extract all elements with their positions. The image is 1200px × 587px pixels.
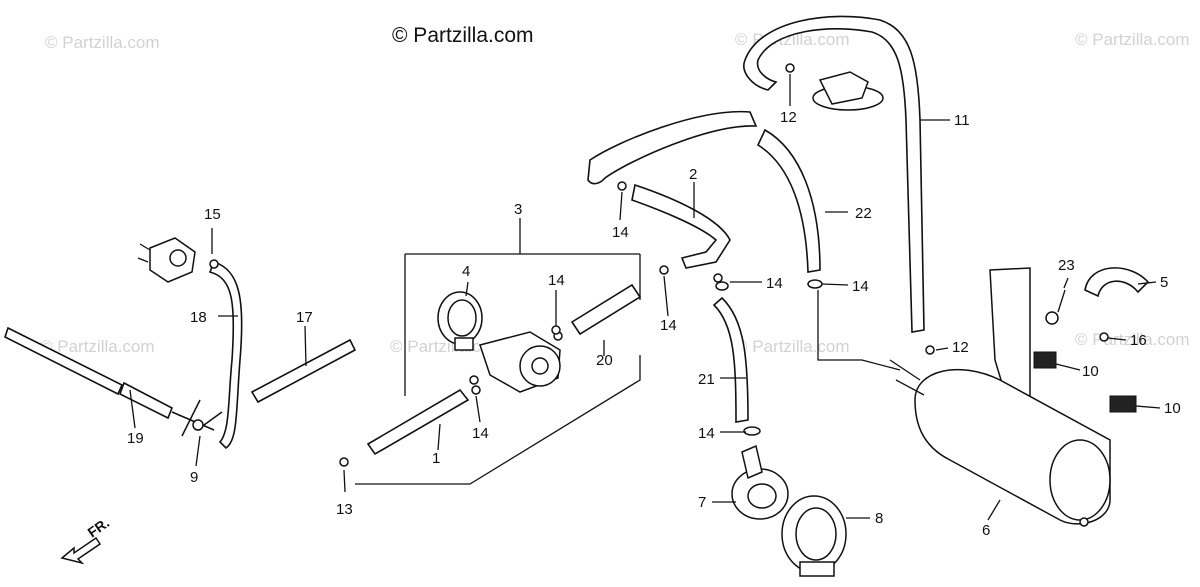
callout-4[interactable]: 4 xyxy=(462,263,470,280)
callout-15[interactable]: 15 xyxy=(204,206,221,223)
callout-14[interactable]: 14 xyxy=(472,425,489,442)
part-4-bracket[interactable] xyxy=(437,291,483,351)
part-19-tube[interactable] xyxy=(4,326,174,420)
copyright-notice: © Partzilla.com xyxy=(392,24,534,47)
part-15-valve[interactable] xyxy=(137,237,219,283)
watermark: © Partzilla.com xyxy=(390,337,505,356)
callout-11[interactable]: 11 xyxy=(954,112,970,129)
part-14-clamp[interactable] xyxy=(713,273,723,283)
callout-8[interactable]: 8 xyxy=(875,510,883,527)
part-8-bracket[interactable] xyxy=(781,495,847,577)
callout-14[interactable]: 14 xyxy=(852,278,869,295)
watermark: © Partzilla.com xyxy=(1075,30,1190,49)
callout-5[interactable]: 5 xyxy=(1160,274,1168,291)
part-17-hose[interactable] xyxy=(250,338,357,404)
part-10-clip[interactable] xyxy=(1033,351,1057,369)
callout-17[interactable]: 17 xyxy=(296,309,313,326)
watermark: © Partzilla.com xyxy=(735,337,850,356)
front-direction-arrow: FR. xyxy=(60,514,113,565)
callout-1[interactable]: 1 xyxy=(432,450,440,467)
part-14-clamp[interactable] xyxy=(715,281,729,291)
part-16-clamp[interactable] xyxy=(1099,332,1109,342)
part-5-hose[interactable] xyxy=(1084,267,1150,298)
callout-20[interactable]: 20 xyxy=(596,352,613,369)
callout-10[interactable]: 10 xyxy=(1164,400,1181,417)
arrow-icon xyxy=(60,536,102,565)
part-1-hose[interactable] xyxy=(366,388,470,456)
clamps xyxy=(339,63,935,467)
callout-18[interactable]: 18 xyxy=(190,309,207,326)
part-14-clamp[interactable] xyxy=(551,325,561,335)
callout-7[interactable]: 7 xyxy=(698,494,706,511)
callouts: 1 2 3 4 5 6 7 8 9 10 10 11 12 12 13 14 1… xyxy=(127,109,1181,539)
part-14-clamp[interactable] xyxy=(617,181,627,191)
part-3-pump[interactable] xyxy=(469,331,563,393)
part-9-joint[interactable] xyxy=(171,399,223,437)
callout-14[interactable]: 14 xyxy=(660,317,677,334)
callout-22[interactable]: 22 xyxy=(855,205,872,222)
part-3-group-frame xyxy=(355,253,641,485)
top-hose[interactable] xyxy=(587,110,758,185)
part-22-hose[interactable] xyxy=(756,128,821,273)
callout-9[interactable]: 9 xyxy=(190,469,198,486)
callout-2[interactable]: 2 xyxy=(689,166,697,183)
callout-16[interactable]: 16 xyxy=(1130,332,1147,349)
leader-lines xyxy=(129,74,1161,521)
part-14-clamp[interactable] xyxy=(659,265,669,275)
part-12-valve[interactable] xyxy=(812,71,884,111)
part-11-hose[interactable] xyxy=(743,15,925,333)
watermarks: © Partzilla.com © Partzilla.com © Partzi… xyxy=(40,30,1190,356)
callout-14[interactable]: 14 xyxy=(612,224,629,241)
part-6-canister[interactable] xyxy=(889,267,1111,527)
watermark: © Partzilla.com xyxy=(40,337,155,356)
callout-6[interactable]: 6 xyxy=(982,522,990,539)
callout-19[interactable]: 19 xyxy=(127,430,144,447)
watermark: © Partzilla.com xyxy=(45,33,160,52)
part-14-clamp[interactable] xyxy=(807,279,823,289)
callout-12[interactable]: 12 xyxy=(780,109,797,126)
part-7-valve[interactable] xyxy=(731,444,789,520)
part-12-clamp[interactable] xyxy=(925,345,935,355)
part-21-hose[interactable] xyxy=(712,296,749,423)
direction-label: FR. xyxy=(85,514,113,540)
part-13-clamp[interactable] xyxy=(339,457,349,467)
part-2-tube[interactable] xyxy=(631,183,731,269)
part-12-clamp[interactable] xyxy=(785,63,795,73)
callout-3[interactable]: 3 xyxy=(514,201,522,218)
callout-14[interactable]: 14 xyxy=(698,425,715,442)
part-18-hose[interactable] xyxy=(208,261,243,450)
callout-21[interactable]: 21 xyxy=(698,371,715,388)
part-14-clamp[interactable] xyxy=(471,385,481,395)
part-10-clip[interactable] xyxy=(1109,395,1137,413)
part-23-bolt[interactable] xyxy=(1045,289,1066,325)
part-20-hose[interactable] xyxy=(570,283,642,336)
callout-10[interactable]: 10 xyxy=(1082,363,1099,380)
callout-23[interactable]: 23 xyxy=(1058,257,1075,274)
callout-14[interactable]: 14 xyxy=(548,272,565,289)
callout-14[interactable]: 14 xyxy=(766,275,783,292)
callout-12[interactable]: 12 xyxy=(952,339,969,356)
callout-13[interactable]: 13 xyxy=(336,501,353,518)
part-14-clamp[interactable] xyxy=(743,426,761,436)
